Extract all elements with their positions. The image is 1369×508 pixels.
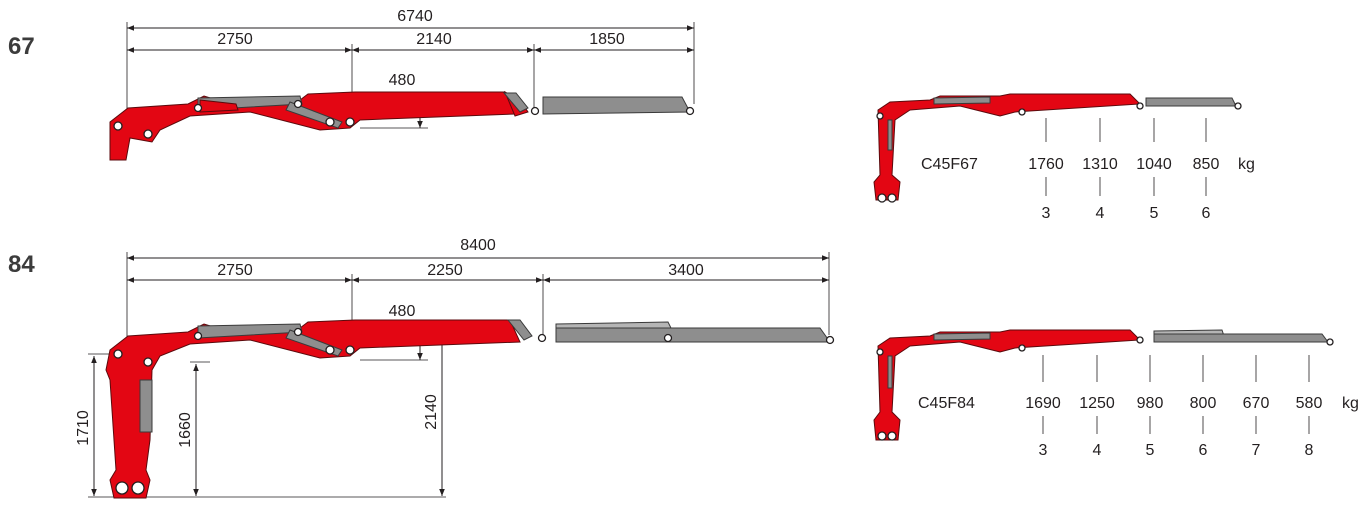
load-84-0: 1690 xyxy=(1025,395,1061,412)
dim-seg1-84: 2750 xyxy=(217,262,253,279)
dim-total-67: 6740 xyxy=(397,8,433,25)
load-84-2: 980 xyxy=(1137,395,1164,412)
load-84-4: 670 xyxy=(1243,395,1270,412)
ext-84-2: 5 xyxy=(1146,442,1155,459)
crane-drawing-67 xyxy=(109,90,695,161)
ext-84-3: 6 xyxy=(1199,442,1208,459)
load-84-5: 580 xyxy=(1296,395,1323,412)
load-84-3: 800 xyxy=(1190,395,1217,412)
dimensions-84: 8400 2750 2250 3400 480 1710 1660 2140 xyxy=(75,237,830,498)
capacity-chart-84: C45F84 1690 1250 980 800 670 580 kg 3 4 … xyxy=(873,329,1359,459)
ext-84-4: 7 xyxy=(1252,442,1261,459)
ext-67-2: 5 xyxy=(1150,205,1159,222)
dim-height-84: 480 xyxy=(389,303,416,320)
ext-84-5: 8 xyxy=(1305,442,1314,459)
ext-67-0: 3 xyxy=(1042,205,1051,222)
unit-84: kg xyxy=(1342,395,1359,412)
section-67: 67 6740 2750 2140 1850 480 xyxy=(8,8,695,161)
load-67-1: 1310 xyxy=(1082,156,1118,173)
capacity-ticks-67 xyxy=(1045,118,1207,196)
dim-v3-84: 2140 xyxy=(423,394,440,430)
ext-67-1: 4 xyxy=(1096,205,1105,222)
dim-seg3-67: 1850 xyxy=(589,31,625,48)
dim-v2-84: 1660 xyxy=(177,412,194,448)
load-84-1: 1250 xyxy=(1079,395,1115,412)
dim-seg2-67: 2140 xyxy=(416,31,452,48)
crane-drawing-84 xyxy=(105,319,835,499)
capacity-ticks-84 xyxy=(1042,355,1310,434)
ext-84-1: 4 xyxy=(1093,442,1102,459)
model-code-67: C45F67 xyxy=(921,156,978,173)
model-code-84: C45F84 xyxy=(918,395,975,412)
unit-67: kg xyxy=(1238,156,1255,173)
dim-v1-84: 1710 xyxy=(75,410,92,446)
small-crane-84 xyxy=(873,329,1334,441)
small-crane-67 xyxy=(873,93,1242,203)
dim-seg3-84: 3400 xyxy=(668,262,704,279)
load-67-0: 1760 xyxy=(1028,156,1064,173)
model-number-67: 67 xyxy=(8,33,35,60)
load-67-2: 1040 xyxy=(1136,156,1172,173)
load-67-3: 850 xyxy=(1193,156,1220,173)
dim-height-67: 480 xyxy=(389,72,416,89)
ext-84-0: 3 xyxy=(1039,442,1048,459)
dim-seg1-67: 2750 xyxy=(217,31,253,48)
section-84: 84 8400 2750 2250 3400 480 1710 xyxy=(8,237,835,499)
capacity-chart-67: C45F67 1760 1310 1040 850 kg 3 4 5 6 xyxy=(873,93,1255,222)
dim-seg2-84: 2250 xyxy=(427,262,463,279)
ext-67-3: 6 xyxy=(1202,205,1211,222)
dimensions-67: 6740 2750 2140 1850 480 xyxy=(126,8,695,129)
model-number-84: 84 xyxy=(8,251,35,278)
dim-total-84: 8400 xyxy=(460,237,496,254)
